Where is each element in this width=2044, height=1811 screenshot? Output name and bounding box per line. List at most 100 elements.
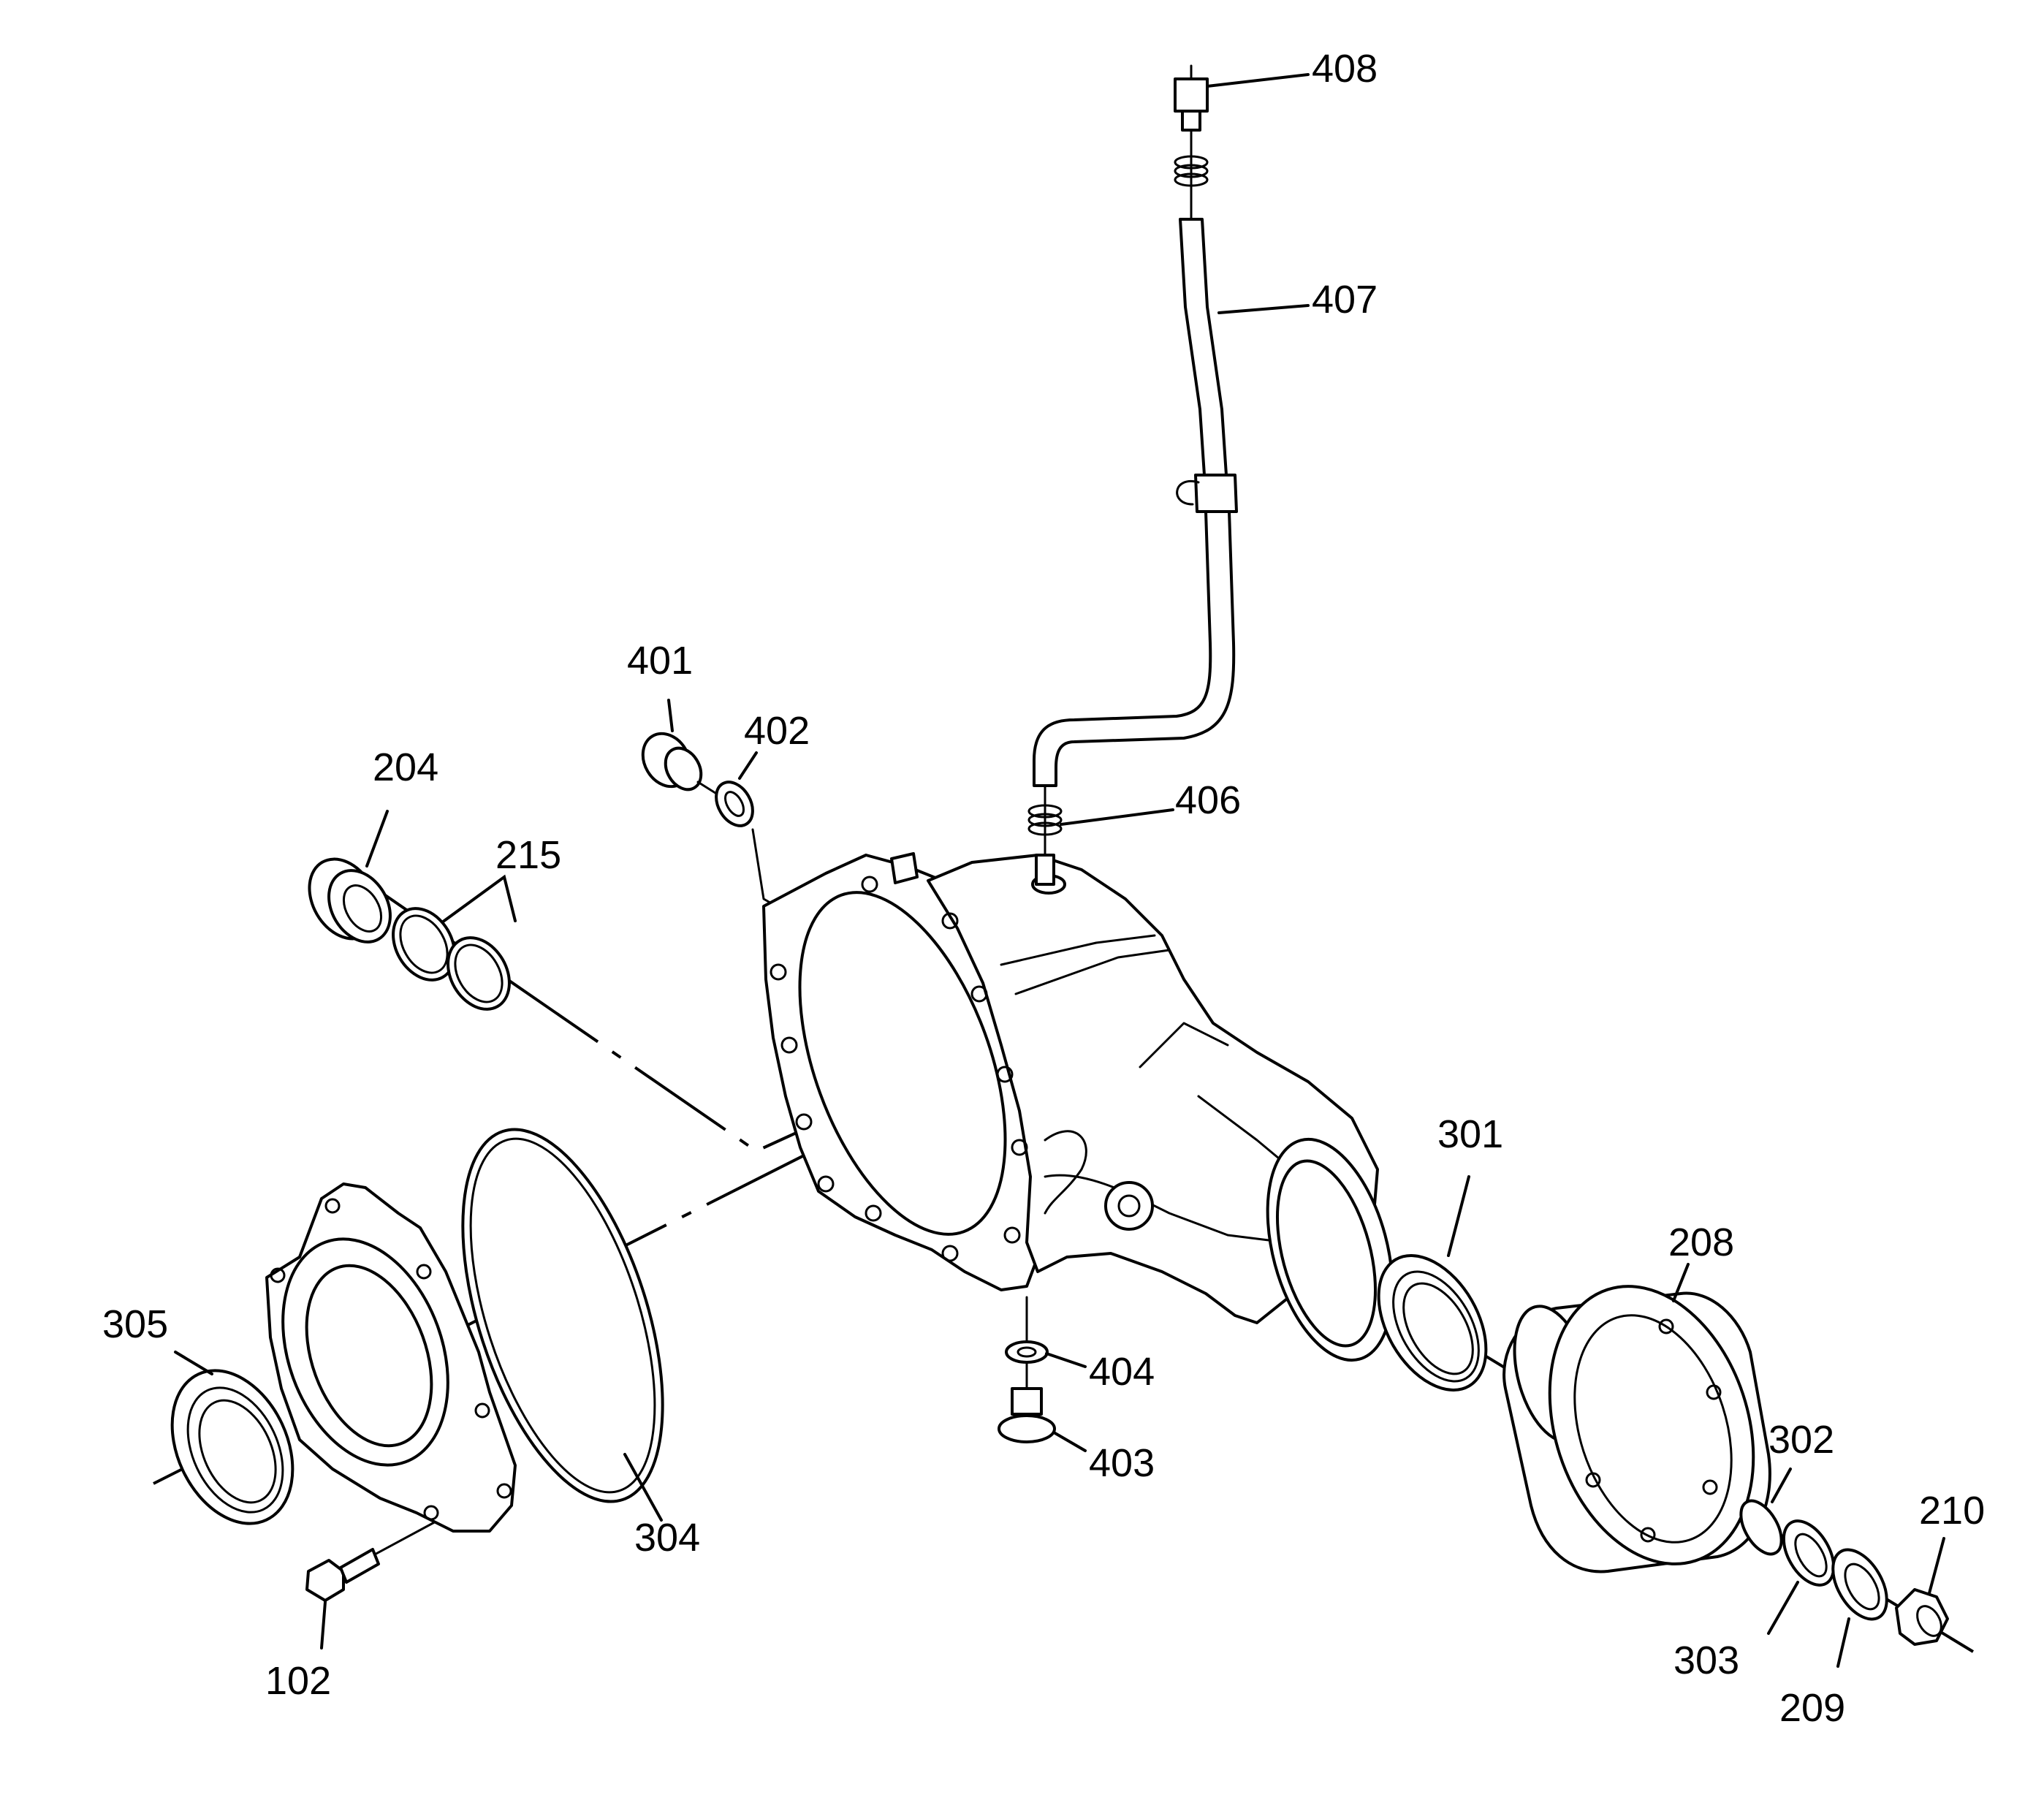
callout-305: 305 — [102, 1302, 168, 1346]
rear-yoke-flange — [1548, 1285, 1755, 1565]
snap-ring-1-inner — [399, 914, 449, 974]
dipstick-tube — [1033, 218, 1236, 787]
housing-output-bore — [1275, 1159, 1378, 1348]
callout-407: 407 — [1312, 278, 1378, 322]
rear-washer-209-hole — [1844, 1563, 1880, 1611]
fill-plug-thread — [664, 746, 703, 791]
drain-plug-head — [998, 1414, 1056, 1443]
snap-ring-2-inner — [454, 944, 504, 1003]
dipstick-bracket-hook — [1176, 479, 1200, 506]
callout-215: 215 — [495, 833, 561, 877]
front-output-seal-lip — [186, 1386, 284, 1514]
cover-gasket-inner — [469, 1137, 656, 1494]
flange-hole — [780, 1036, 798, 1054]
callout-406: 406 — [1175, 778, 1241, 822]
callout-301: 301 — [1437, 1112, 1503, 1156]
input-seal-lip — [327, 869, 392, 944]
callout-210: 210 — [1919, 1489, 1985, 1533]
transfer-case-housing — [762, 852, 1394, 1362]
rear-yoke-bore — [1573, 1314, 1733, 1544]
housing-rib-1 — [1000, 934, 1156, 966]
callout-208: 208 — [1668, 1220, 1734, 1264]
housing-rib-2 — [1014, 949, 1171, 995]
front-cover-bore — [305, 1264, 433, 1448]
dipstick-assembly — [1027, 77, 1238, 886]
flange-hole — [1011, 1139, 1028, 1156]
cover-gasket — [461, 1128, 664, 1503]
rear-output-seal — [1377, 1254, 1488, 1392]
rear-output-seal-bore — [1402, 1282, 1474, 1375]
callout-401: 401 — [627, 639, 693, 683]
leader-302 — [1771, 1468, 1792, 1503]
flange-hole — [996, 1066, 1014, 1083]
leader-102 — [320, 1601, 327, 1649]
rear-washer-209 — [1831, 1548, 1888, 1621]
cover-bolt-shank — [339, 1548, 380, 1584]
front-output-seal — [170, 1369, 295, 1525]
housing-boss-hole — [1117, 1194, 1141, 1218]
vent-fitting — [1035, 854, 1055, 886]
leader-301 — [1447, 1175, 1470, 1257]
leader-305 — [174, 1351, 213, 1375]
front-cover-holes — [270, 1198, 512, 1521]
leader-402 — [738, 751, 758, 780]
leader-303 — [1767, 1581, 1799, 1635]
callout-402: 402 — [744, 709, 810, 753]
flange-hole — [941, 912, 959, 930]
fill-plug-group — [641, 732, 754, 827]
leader-406 — [1060, 808, 1174, 826]
dipstick-tube-bracket — [1194, 474, 1238, 513]
cover-bolt-head — [305, 1559, 345, 1602]
input-seal-group — [308, 857, 511, 1011]
rear-yoke-holes — [1585, 1318, 1722, 1543]
front-output-seal-bore — [198, 1399, 277, 1504]
housing-tab — [890, 852, 919, 884]
rear-output-group — [1377, 1254, 1949, 1646]
flange-hole — [970, 985, 988, 1003]
callout-209: 209 — [1779, 1686, 1845, 1730]
rear-yoke-nut-hole — [1916, 1605, 1942, 1637]
housing-boss — [1104, 1181, 1154, 1231]
callout-404: 404 — [1089, 1350, 1155, 1394]
leader-403 — [1052, 1431, 1087, 1452]
drain-plug-washer — [1005, 1340, 1049, 1364]
callout-302: 302 — [1768, 1418, 1834, 1462]
callout-408: 408 — [1312, 47, 1378, 91]
dipstick-cap — [1174, 77, 1209, 113]
flange-hole — [770, 963, 787, 981]
housing-rib-5 — [1139, 1022, 1229, 1068]
leader-204 — [365, 810, 389, 867]
flange-hole — [1003, 1226, 1021, 1244]
rear-yoke-nut — [1895, 1588, 1949, 1646]
leader-407 — [1217, 304, 1310, 314]
leader-208 — [1672, 1263, 1690, 1302]
snap-ring-1 — [392, 907, 456, 982]
drain-plug-washer-hole — [1017, 1346, 1037, 1358]
housing-bore — [798, 891, 1007, 1236]
callout-102: 102 — [265, 1659, 331, 1703]
flange-hole — [861, 876, 878, 893]
rear-washer-303-hole — [1794, 1533, 1828, 1578]
snap-ring-2 — [447, 936, 511, 1011]
leader-lines — [174, 73, 1945, 1668]
flange-hole — [817, 1175, 835, 1193]
flange-hole — [941, 1245, 959, 1262]
drain-plug-thread — [1011, 1387, 1043, 1416]
flange-hole — [795, 1113, 813, 1131]
drain-plug-group — [998, 1340, 1056, 1443]
leader-210 — [1928, 1537, 1945, 1595]
housing-rib-3 — [1044, 1130, 1087, 1215]
vent-clip — [1027, 804, 1063, 836]
leader-404 — [1045, 1352, 1087, 1368]
input-seal-bore — [342, 884, 383, 933]
rear-output-seal-lip — [1392, 1270, 1480, 1383]
flange-hole — [865, 1204, 882, 1222]
callout-304: 304 — [634, 1516, 700, 1560]
housing-flange-holes — [770, 876, 1028, 1262]
callout-303: 303 — [1673, 1639, 1739, 1682]
fill-plug-washer-hole — [724, 791, 745, 817]
leader-401 — [667, 699, 674, 732]
dipstick-cap-stem — [1181, 110, 1201, 132]
callout-403: 403 — [1089, 1441, 1155, 1485]
